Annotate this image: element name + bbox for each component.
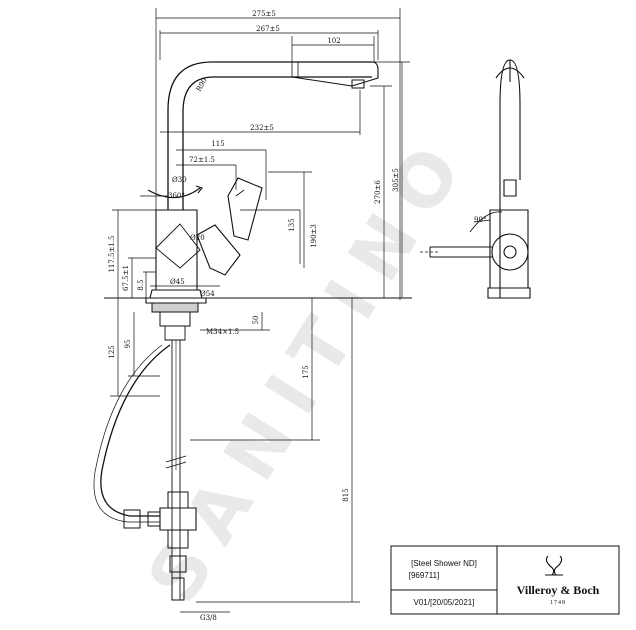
dim-thread: M34×1.5 [206,328,239,336]
version-date: V01/[20/05/2021] [414,598,475,607]
dim-hose-length: 815 [342,488,350,501]
dim-radius: R90 [195,77,209,93]
dim-spout-reach: 267±5 [256,25,280,33]
dim-spout-height: 270±6 [374,180,382,204]
dim-tube-diameter: Ø20 [190,234,205,242]
dim-total-height: 305±5 [392,168,400,192]
dim-base-diameter: Ø45 [170,278,185,286]
dim-body-to-lever: 115 [211,140,224,148]
title-block: [Steel Shower ND] [969711] V01/[20/05/20… [390,545,620,615]
dim-lever-reach: 232±5 [250,124,274,132]
dim-base-to-lever: 117.5±1.5 [108,235,116,272]
brand-logo [545,555,563,576]
product-name: [Steel Shower ND] [411,559,477,568]
brand-name: Villeroy & Boch [517,583,600,597]
dimension-lines [104,8,412,613]
dim-base-gap: 8.5 [137,279,145,290]
dim-total-width: 275±5 [252,10,276,18]
faucet-side-view [420,59,531,299]
article-number: [969711] [409,571,440,580]
dim-base-height: 67.5±1 [122,265,130,291]
dimension-labels: 275±5 267±5 102 R90 232±5 115 72±1.5 Ø30… [108,10,400,622]
dim-lever-angle: 90° [474,216,486,224]
faucet-front-view [93,61,379,601]
dim-swivel: 360° [168,192,185,200]
dim-lever-offset: 72±1.5 [189,156,215,164]
swivel-indicator [140,185,203,199]
dim-depth-125: 125 [108,345,116,358]
dim-spray-head: 102 [327,37,340,45]
dim-shank-50: 50 [252,316,260,325]
brand-year: 1748 [550,600,566,606]
dim-body-height: 190±3 [310,224,318,248]
dim-shank-95: 95 [124,340,132,349]
dim-connection: G3/8 [200,614,217,622]
dim-depth-175: 175 [302,365,310,378]
dim-lever-height: 135 [288,218,296,231]
dim-flange-diameter: Ø54 [200,290,215,298]
dim-body-diameter: Ø30 [172,176,187,184]
